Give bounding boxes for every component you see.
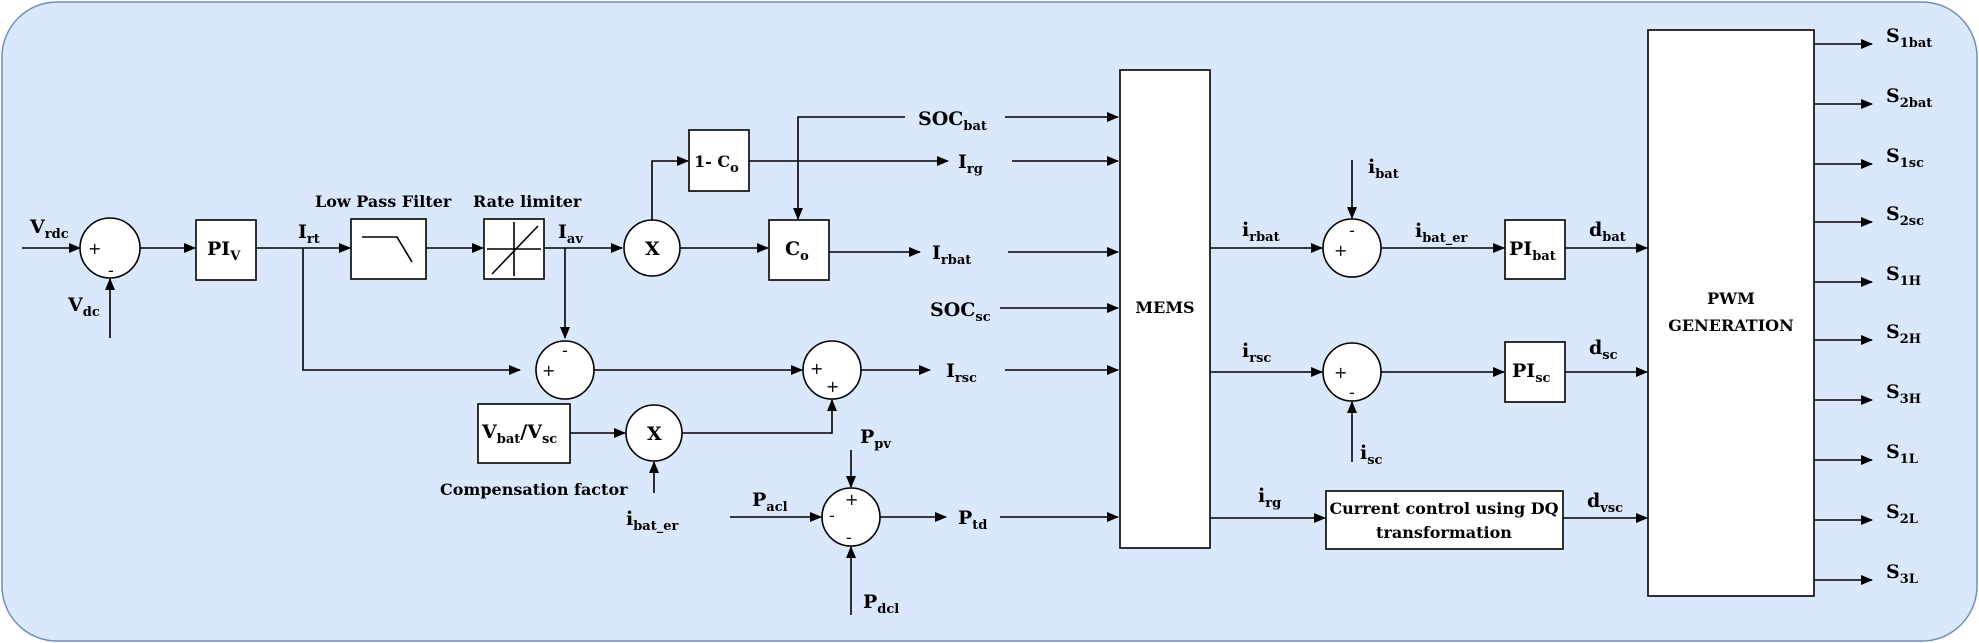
output-label-s3l: S3L [1886,561,1918,587]
dsc-label: dsc [1589,337,1618,363]
sign-plus: + [810,359,823,378]
output-label-s1bat: S1bat [1886,25,1932,51]
irg-cap-label: Irg [958,151,983,177]
current-control-line2: transformation [1376,523,1512,542]
pwm-label-line1: PWM [1707,289,1755,308]
pacl-label: Pacl [752,489,788,515]
rate-slope-icon [491,225,539,275]
sign-minus: - [1349,383,1355,402]
pibat-label: PIbat [1509,238,1556,264]
sign-minus: - [846,528,852,547]
irsc-label: irsc [1242,340,1271,366]
rate-limiter-title: Rate limiter [473,192,582,211]
output-label-s2h: S2H [1886,321,1921,347]
dbat-label: dbat [1589,219,1626,245]
irsc-cap-label: Irsc [946,360,977,386]
mems-block [1119,69,1211,549]
piv-label: PIV [207,238,241,264]
sign-minus: - [562,341,568,360]
ibat-er-label: ibat_er [626,508,679,534]
sign-minus: - [1349,221,1355,240]
compensation-factor-label: Compensation factor [440,480,628,499]
vbat-vsc-label: Vbat/Vsc [481,421,557,447]
soc-bat-label: SOCbat [918,108,987,134]
sign-plus: + [542,361,555,380]
sign-plus: + [1334,363,1347,382]
output-label-s1l: S1L [1886,441,1918,467]
irg-label: irg [1258,485,1281,511]
vdc-label: Vdc [67,294,100,320]
wire-socbat-co [793,116,905,220]
co-block [768,219,830,281]
piv-block [195,219,257,281]
isc-label: isc [1360,442,1383,468]
current-control-line1: Current control using DQ [1329,499,1558,518]
irbat-label: irbat [1242,219,1280,245]
wire-irt-summer2 [302,248,521,375]
mult-2-label: X [647,423,662,445]
pwm-generation-block [1647,29,1815,597]
dvsc-label: dvsc [1587,490,1623,516]
co-label: Co [785,238,809,264]
ptd-label: Ptd [958,507,987,533]
output-label-s1sc: S1sc [1886,145,1924,171]
ibat-er-out-label: ibat_er [1415,220,1468,246]
mems-label: MEMS [1135,298,1194,317]
one-minus-co-label: 1- Co [694,152,739,176]
ppv-label: Ppv [860,426,891,452]
pdcl-label: Pdcl [863,591,899,617]
one-minus-co-block [688,129,750,192]
output-label-s2sc: S2sc [1886,203,1924,229]
vbat-vsc-block [477,403,571,464]
output-label-s3h: S3H [1886,381,1921,407]
sign-plus: + [1334,241,1347,260]
sign-minus: - [829,506,835,525]
pisc-label: PIsc [1512,360,1551,386]
iav-label: Iav [558,221,583,247]
sign-minus: - [108,261,114,280]
lpf-title: Low Pass Filter [315,192,452,211]
mult-1-label: X [645,238,660,260]
wire-mult-1minusco [651,156,689,220]
current-control-block [1325,490,1564,550]
ibat-label: ibat [1368,156,1399,182]
vrdc-label: Vrdc [29,216,69,242]
pwm-label-line2: GENERATION [1668,316,1793,335]
sign-plus: + [826,377,839,396]
output-label-s2l: S2L [1886,501,1918,527]
wire-mult2-summer3 [682,399,837,434]
soc-sc-label: SOCsc [930,299,991,325]
sign-plus: + [88,239,101,258]
sign-plus: + [845,490,858,509]
output-label-s1h: S1H [1886,263,1921,289]
pibat-block [1504,219,1566,280]
low-pass-filter-block [350,218,427,280]
irt-label: Irt [298,221,320,247]
lpf-curve-icon [362,236,413,263]
irbat-cap-label: Irbat [932,242,971,268]
output-label-s2bat: S2bat [1886,85,1932,111]
